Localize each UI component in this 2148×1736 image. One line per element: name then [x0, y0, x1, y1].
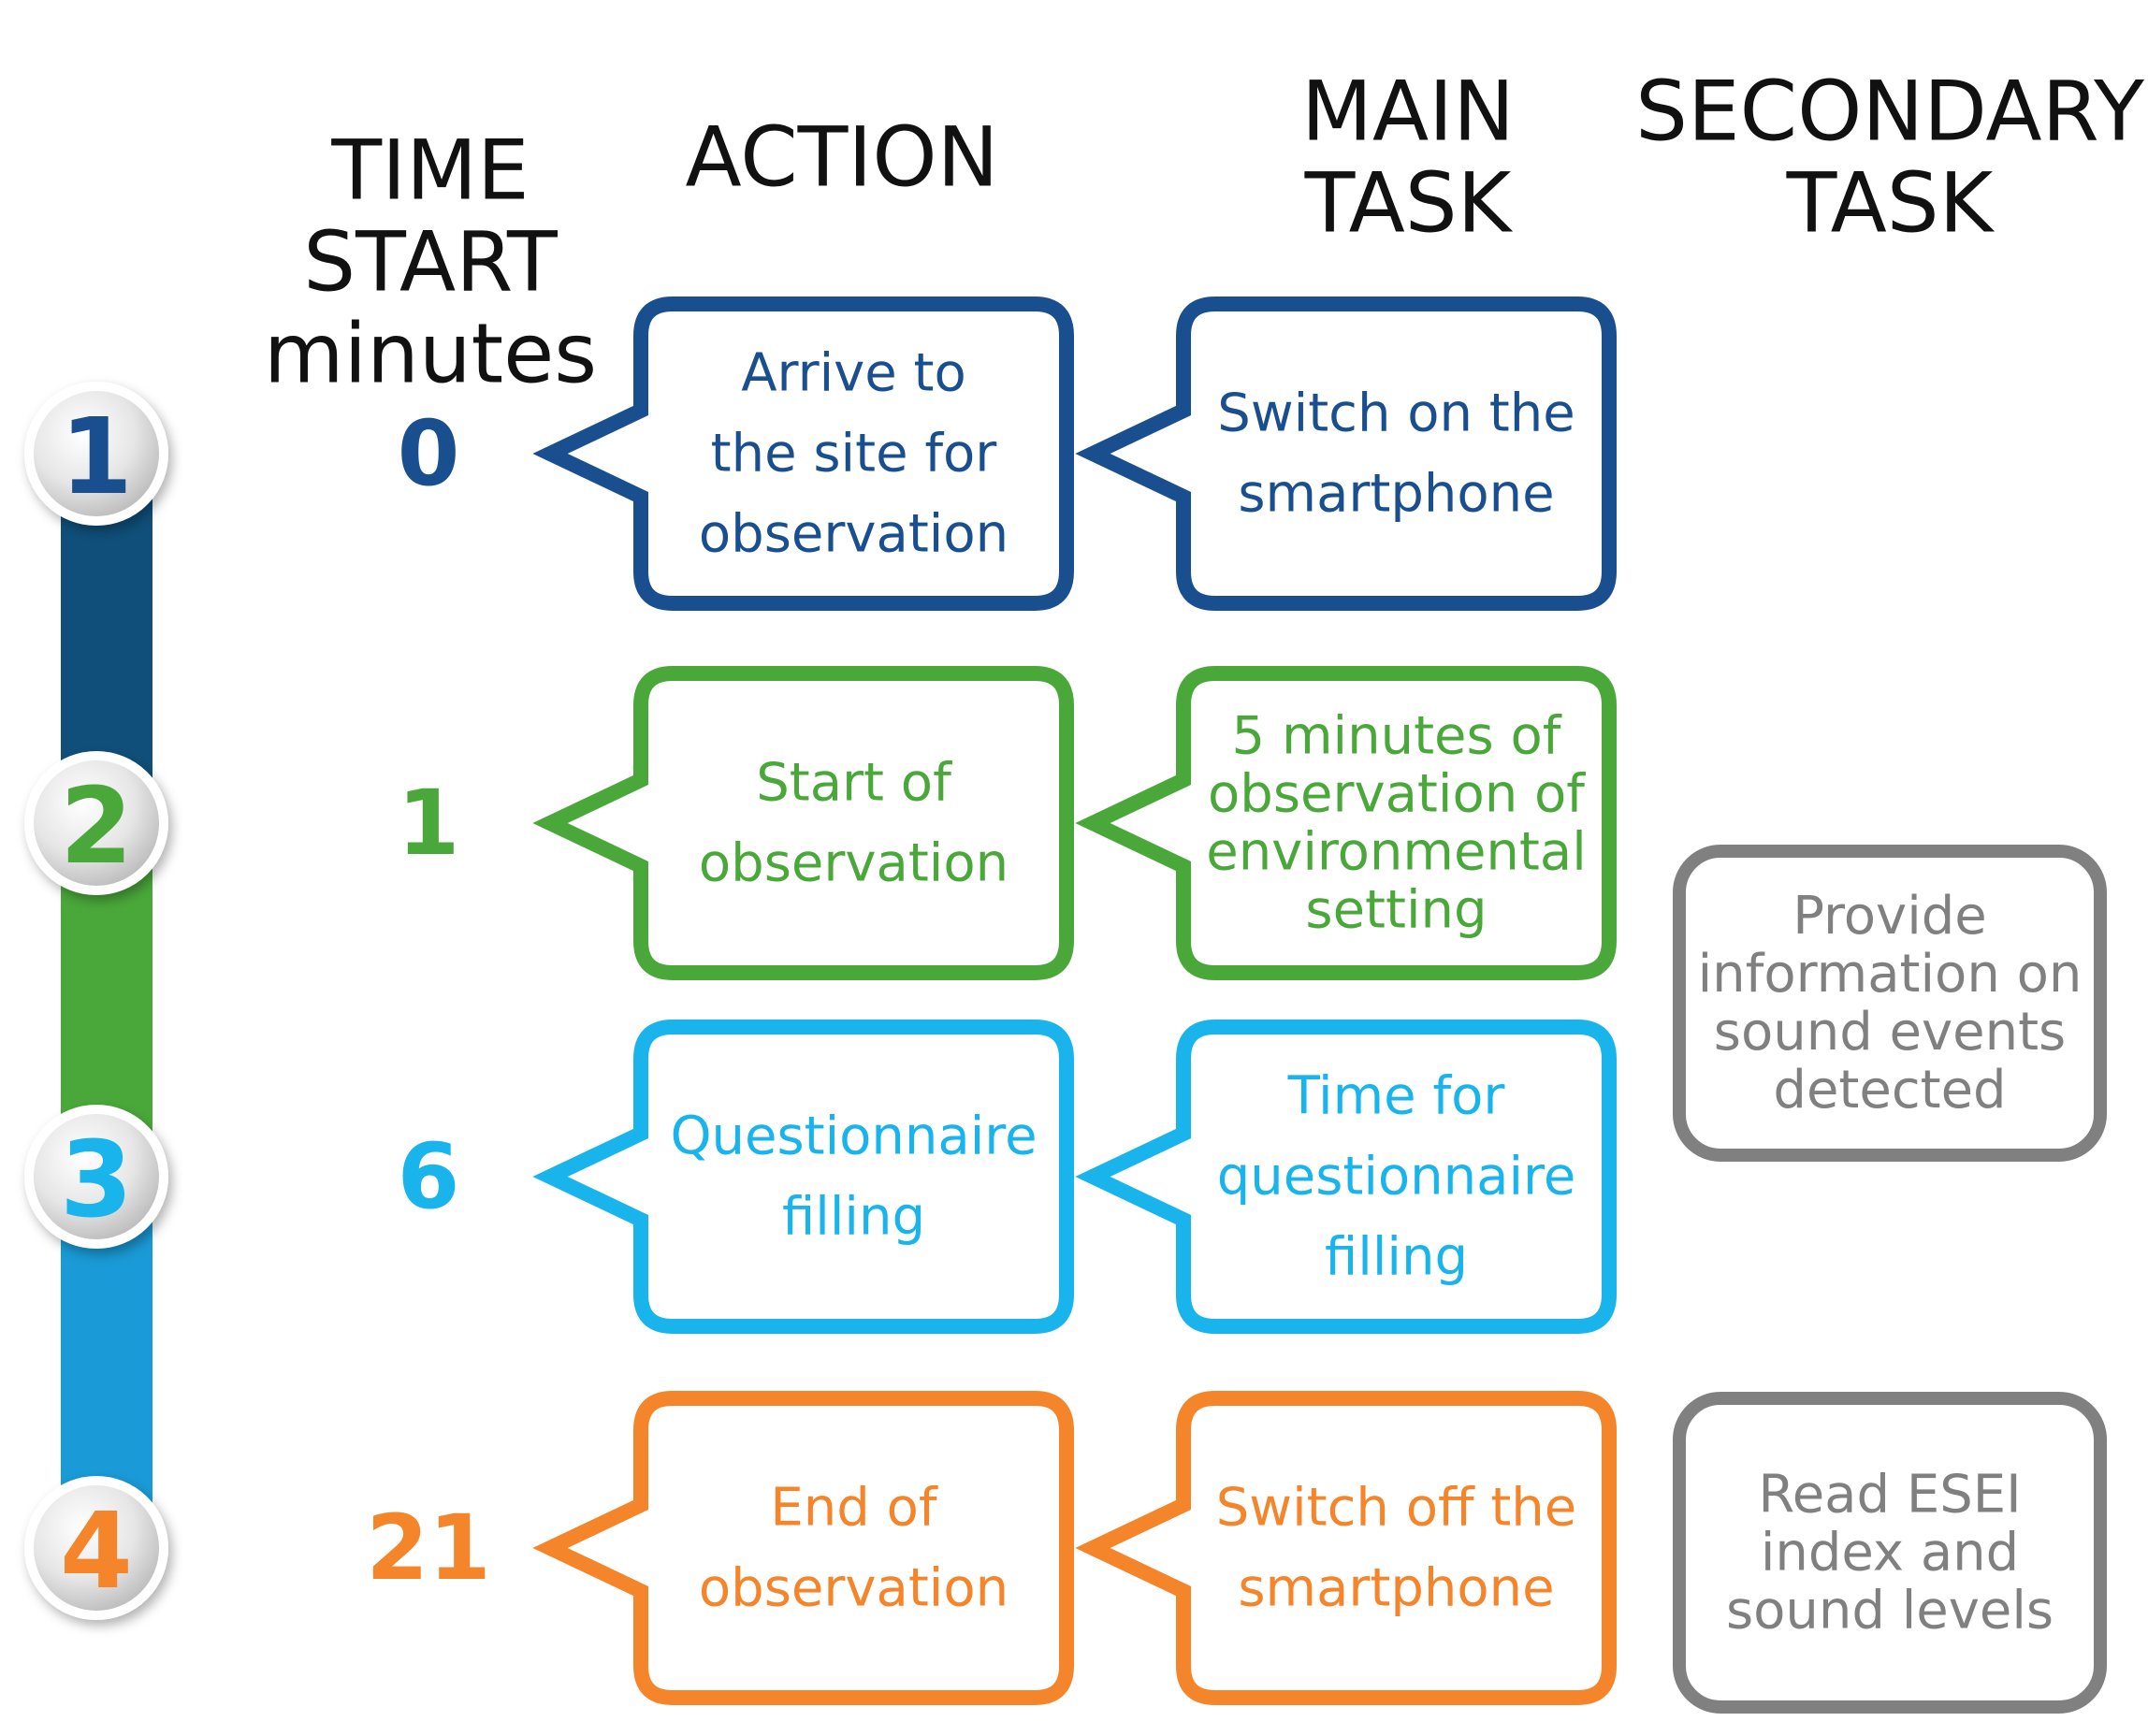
main-bubble-shape	[1075, 666, 1617, 980]
main-bubble-text: Switch off the smartphone	[1216, 1478, 1577, 1619]
main-bubble-text-line: Switch off the	[1216, 1478, 1577, 1539]
action-bubble-shape	[532, 297, 1074, 611]
main-bubble-text-line: smartphone	[1238, 464, 1554, 525]
main-bubble-text-line: smartphone	[1238, 1558, 1554, 1619]
action-bubble-text-line: End of	[770, 1478, 937, 1539]
main-bubble-text-line: setting	[1305, 880, 1487, 941]
main-bubble-text-line: Switch on the	[1217, 383, 1575, 444]
secondary-task-text-line: sound events	[1714, 1002, 2066, 1063]
main-bubble-4: Switch off the smartphone	[1075, 1391, 1617, 1705]
secondary-task-text-line: Provide	[1792, 886, 1987, 947]
step-marker-3: 3	[24, 1105, 168, 1249]
header-main-line: TASK	[1304, 155, 1514, 252]
action-bubble-text-line: observation	[699, 1558, 1009, 1619]
header-main-line: MAIN	[1301, 64, 1515, 160]
secondary-task-text-line: detected	[1773, 1060, 2006, 1121]
action-bubble-text-line: Start of	[756, 753, 952, 814]
action-bubble-text-line: observation	[699, 833, 1009, 894]
main-bubble-text: Time for questionnaire filling	[1217, 1066, 1576, 1288]
action-bubble-2: Start of observation	[532, 666, 1074, 980]
main-bubble-shape	[1075, 297, 1617, 611]
action-bubble-text: Start of observation	[699, 753, 1009, 894]
action-bubble-text: Questionnaire filling	[670, 1107, 1037, 1248]
secondary-task-text-line: index and	[1761, 1523, 2019, 1584]
step-marker-4: 4	[24, 1476, 168, 1620]
secondary-task-text-line: sound levels	[1726, 1581, 2054, 1642]
main-bubble-text-line: Time for	[1287, 1066, 1506, 1127]
action-bubble-shape	[532, 666, 1074, 980]
action-bubble-text-line: Arrive to	[741, 343, 966, 404]
action-bubble-3: Questionnaire filling	[532, 1020, 1074, 1334]
action-bubble-text: Arrive to the site for observation	[699, 343, 1009, 565]
action-bubble-text-line: observation	[699, 504, 1009, 565]
time-start-value: 1	[398, 771, 460, 875]
step-circle	[24, 751, 168, 895]
step-number: 2	[60, 766, 133, 888]
action-bubble-shape	[532, 1391, 1074, 1705]
time-start-value: 21	[366, 1496, 491, 1600]
main-bubble-text: Switch on the smartphone	[1217, 383, 1575, 525]
step-number: 3	[60, 1120, 133, 1241]
time-start-value: 6	[398, 1124, 460, 1229]
header-action-line: ACTION	[686, 109, 999, 206]
header-time-line: TIME	[330, 123, 529, 219]
main-bubble-text-line: filling	[1325, 1227, 1468, 1288]
step-number: 1	[60, 397, 133, 518]
main-bubble-shape	[1075, 1391, 1617, 1705]
main-bubble-text-line: 5 minutes of	[1232, 706, 1562, 767]
action-bubble-text-line: the site for	[711, 424, 998, 485]
time-start-value: 0	[398, 401, 460, 506]
header-time-line: START	[303, 214, 559, 311]
secondary-task-shape	[1673, 1392, 2107, 1714]
action-bubble-text: End of observation	[699, 1478, 1009, 1619]
step-marker-2: 2	[24, 751, 168, 895]
main-bubble-shape	[1075, 1020, 1617, 1334]
action-bubble-text-line: filling	[782, 1187, 925, 1248]
action-bubble-text-line: Questionnaire	[670, 1107, 1037, 1167]
secondary-task-text-line: Read ESEI	[1758, 1465, 2021, 1526]
header-secondary-line: TASK	[1786, 155, 1996, 252]
header-secondary-line: SECONDARY	[1635, 64, 2144, 160]
step-circle	[24, 1105, 168, 1249]
step-marker-1: 1	[24, 382, 168, 526]
action-bubble-shape	[532, 1020, 1074, 1334]
header-time-line: minutes	[264, 306, 597, 402]
header-action: ACTION	[686, 109, 999, 206]
main-bubble-text-line: questionnaire	[1217, 1147, 1576, 1208]
main-bubble-text-line: observation of	[1208, 764, 1586, 825]
main-bubble-3: Time for questionnaire filling	[1075, 1020, 1617, 1334]
step-number: 4	[60, 1491, 133, 1613]
secondary-task-text-line: information on	[1698, 944, 2083, 1005]
step-circle	[24, 1476, 168, 1620]
secondary-task-shape	[1673, 845, 2107, 1162]
step-circle	[24, 382, 168, 526]
main-bubble-text-line: environmental	[1206, 822, 1587, 883]
main-bubble-1: Switch on the smartphone	[1075, 297, 1617, 611]
action-bubble-1: Arrive to the site for observation	[532, 297, 1074, 611]
action-bubble-4: End of observation	[532, 1391, 1074, 1705]
